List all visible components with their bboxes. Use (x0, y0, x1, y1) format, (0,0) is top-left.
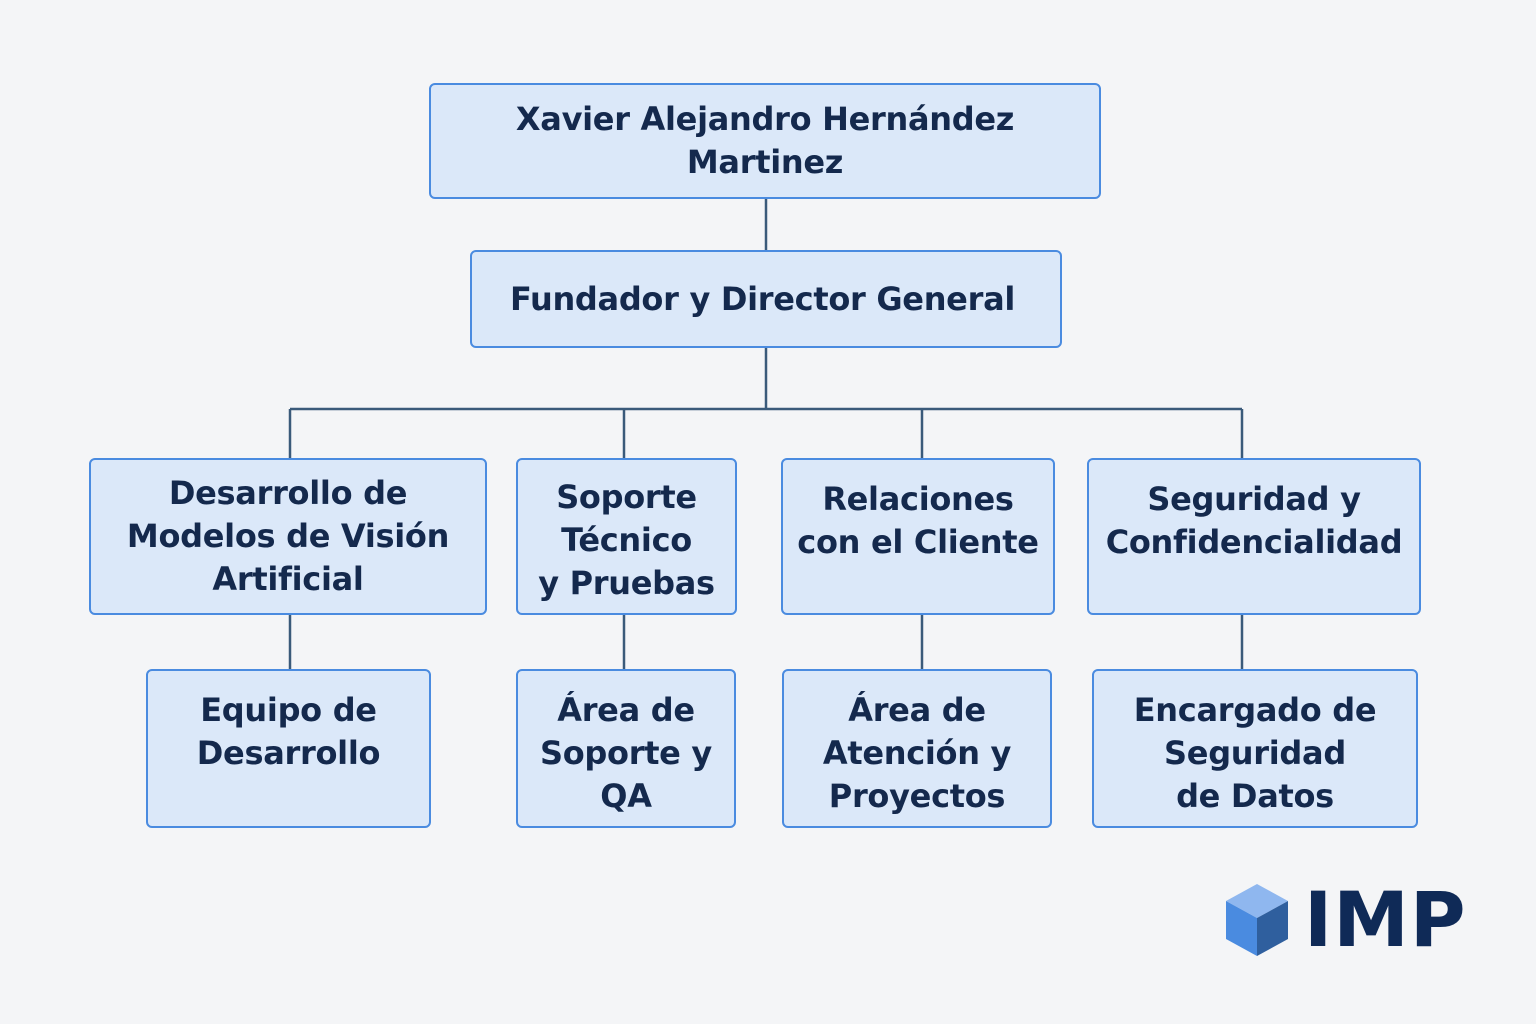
department-label: Seguridad y Confidencialidad (1105, 480, 1403, 561)
department-label: Desarrollo de Modelos de Visión Artifici… (126, 474, 450, 598)
team-label: Encargado de Seguridad de Datos (1133, 691, 1377, 815)
role-title: Fundador y Director General (510, 279, 1016, 318)
team-label: Área de Soporte y QA (539, 691, 712, 815)
org-node-team-data-security: Encargado de Seguridad de Datos (1092, 669, 1418, 828)
org-node-department-vision: Desarrollo de Modelos de Visión Artifici… (89, 458, 487, 615)
team-label: Área de Atención y Proyectos (822, 691, 1012, 815)
org-node-department-clients: Relaciones con el Cliente (781, 458, 1055, 615)
department-label: Soporte Técnico y Pruebas (538, 478, 715, 602)
org-node-team-support-qa: Área de Soporte y QA (516, 669, 736, 828)
company-logo: IMP (1222, 878, 1472, 962)
org-node-department-security: Seguridad y Confidencialidad (1087, 458, 1421, 615)
department-label: Relaciones con el Cliente (797, 480, 1039, 561)
root-name: Xavier Alejandro Hernández Martinez (515, 100, 1015, 181)
logo-text: IMP (1304, 875, 1467, 964)
cube-icon (1226, 884, 1288, 956)
org-node-team-development: Equipo de Desarrollo (146, 669, 431, 828)
team-label: Equipo de Desarrollo (196, 691, 381, 772)
org-node-team-attention-projects: Área de Atención y Proyectos (782, 669, 1052, 828)
org-node-root: Xavier Alejandro Hernández Martinez (429, 83, 1101, 199)
org-node-role: Fundador y Director General (470, 250, 1062, 348)
org-node-department-support: Soporte Técnico y Pruebas (516, 458, 737, 615)
